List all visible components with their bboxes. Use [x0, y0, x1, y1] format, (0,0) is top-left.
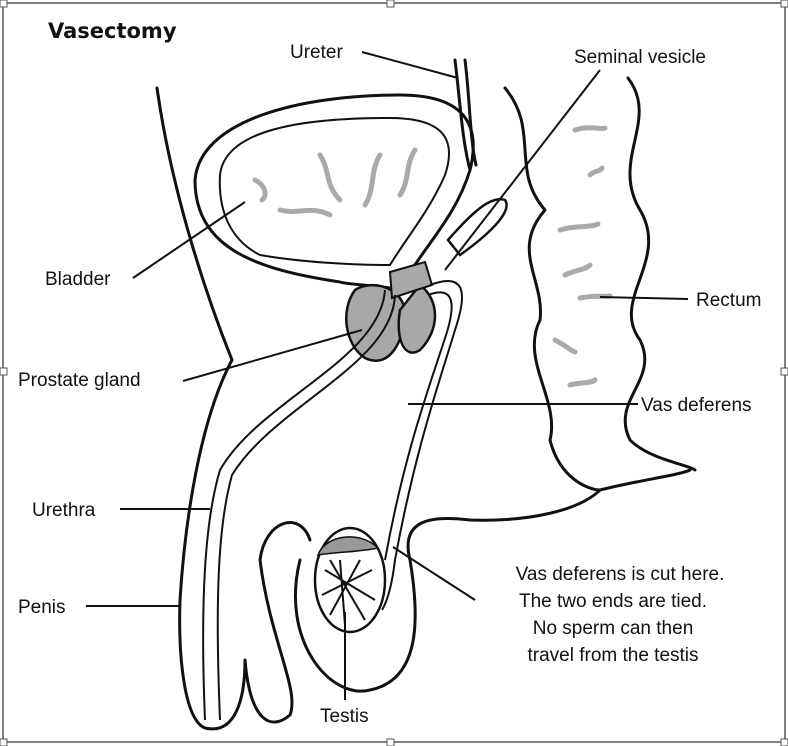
diagram-title: Vasectomy: [48, 19, 177, 43]
label-bladder: Bladder: [45, 269, 111, 290]
label-penis: Penis: [18, 597, 66, 618]
note-line: Vas deferens is cut here.: [516, 564, 725, 585]
bladder-folds: [252, 147, 418, 218]
label-seminal-vesicle: Seminal vesicle: [574, 47, 706, 68]
prostate-lobe: [397, 283, 437, 354]
note-line: travel from the testis: [527, 645, 698, 666]
label-vas-deferens: Vas deferens: [641, 395, 752, 416]
prostate-gland: [345, 283, 407, 362]
bladder-inner: [218, 116, 451, 267]
bladder-outer: [193, 93, 475, 292]
rectum-folds: [552, 125, 613, 388]
label-testis: Testis: [320, 706, 369, 727]
epididymis: [316, 536, 380, 556]
vasectomy-note: Vas deferens is cut here. The two ends a…: [516, 564, 725, 666]
note-line: The two ends are tied.: [519, 591, 707, 612]
vas-deferens: [381, 280, 464, 611]
label-ureter: Ureter: [290, 42, 343, 63]
label-rectum: Rectum: [696, 290, 761, 311]
rectum-inner: [503, 86, 602, 492]
leader-lines: [86, 51, 689, 700]
body-outline: [155, 86, 312, 731]
note-line: No sperm can then: [533, 618, 694, 639]
label-prostate-gland: Prostate gland: [18, 370, 141, 391]
ureter: [453, 58, 478, 172]
rectum-outer: [623, 76, 697, 472]
label-urethra: Urethra: [32, 500, 96, 521]
urethra: [202, 289, 396, 721]
